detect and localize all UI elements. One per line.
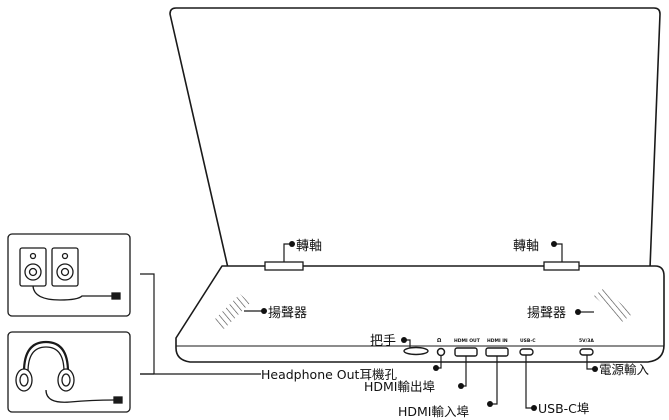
label-usb-c: USB-C埠	[538, 401, 589, 416]
speaker-grille-right	[594, 288, 632, 322]
label-power-in: 電源輸入	[599, 362, 650, 377]
label-speaker-left: 揚聲器	[268, 305, 307, 321]
speakers-box	[7, 233, 131, 317]
hinge-left	[264, 261, 304, 271]
label-headphone-out: Headphone Out耳機孔	[261, 367, 397, 382]
power-marking: 5V/3A	[579, 338, 594, 344]
hdmi-out-marking: HDMI OUT	[454, 338, 481, 344]
audio-jack	[436, 347, 446, 357]
usb-c-marking: USB-C	[520, 338, 536, 344]
monitor-lid	[169, 7, 661, 269]
headphones-icon	[15, 340, 123, 404]
hinge-right	[543, 261, 580, 271]
desktop-speakers-icon	[19, 247, 121, 301]
label-hdmi-out: HDMI輸出埠	[364, 379, 435, 394]
headphones-box	[7, 331, 131, 413]
speaker-grille-left	[214, 294, 250, 329]
leader-lines	[140, 241, 598, 411]
label-hinge-right: 轉軸	[513, 239, 539, 254]
monitor-base	[175, 265, 665, 363]
hdmi-in-marking: HDMI IN	[487, 338, 508, 344]
label-speaker-right: 揚聲器	[527, 305, 566, 321]
label-hdmi-in: HDMI輸入埠	[398, 404, 469, 419]
label-handle: 把手	[370, 334, 396, 349]
handle-notch	[403, 346, 429, 356]
audio-marking: Ω	[437, 338, 442, 344]
label-hinge-left: 轉軸	[296, 239, 322, 254]
